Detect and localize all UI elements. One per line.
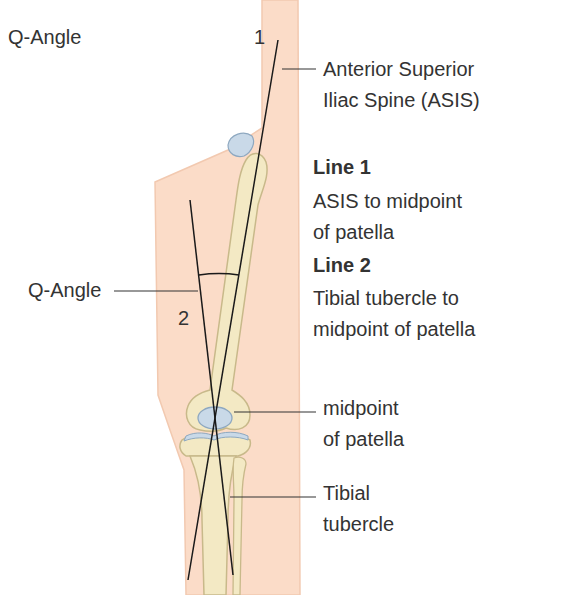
leg-outline xyxy=(155,0,300,595)
angle-arc xyxy=(199,274,239,275)
callout-number: 2 xyxy=(178,303,189,334)
fibula-bone xyxy=(233,457,246,595)
figure-title: Q-Angle xyxy=(8,22,81,53)
line-2 xyxy=(190,200,233,575)
leader-line xyxy=(234,411,316,412)
line-heading: Line 2 xyxy=(313,250,371,281)
line-description: ASIS to midpoint of patella xyxy=(313,186,473,248)
leader-line xyxy=(282,68,316,69)
callout-number: 1 xyxy=(254,22,265,53)
femur-bone xyxy=(187,153,268,431)
leader-line xyxy=(114,290,198,291)
landmark-label: Anterior Superior Iliac Spine (ASIS) xyxy=(323,54,501,116)
line-description: Tibial tubercle to midpoint of patella xyxy=(313,283,485,345)
line-1 xyxy=(188,40,278,580)
line-heading: Line 1 xyxy=(313,152,371,183)
angle-label: Q-Angle xyxy=(28,275,101,306)
asis-cartilage xyxy=(228,133,254,156)
landmark-label: midpoint of patella xyxy=(323,393,415,455)
leader-line xyxy=(230,496,316,497)
knee-cartilage xyxy=(184,432,248,441)
landmark-label: Tibial tubercle xyxy=(323,478,413,540)
